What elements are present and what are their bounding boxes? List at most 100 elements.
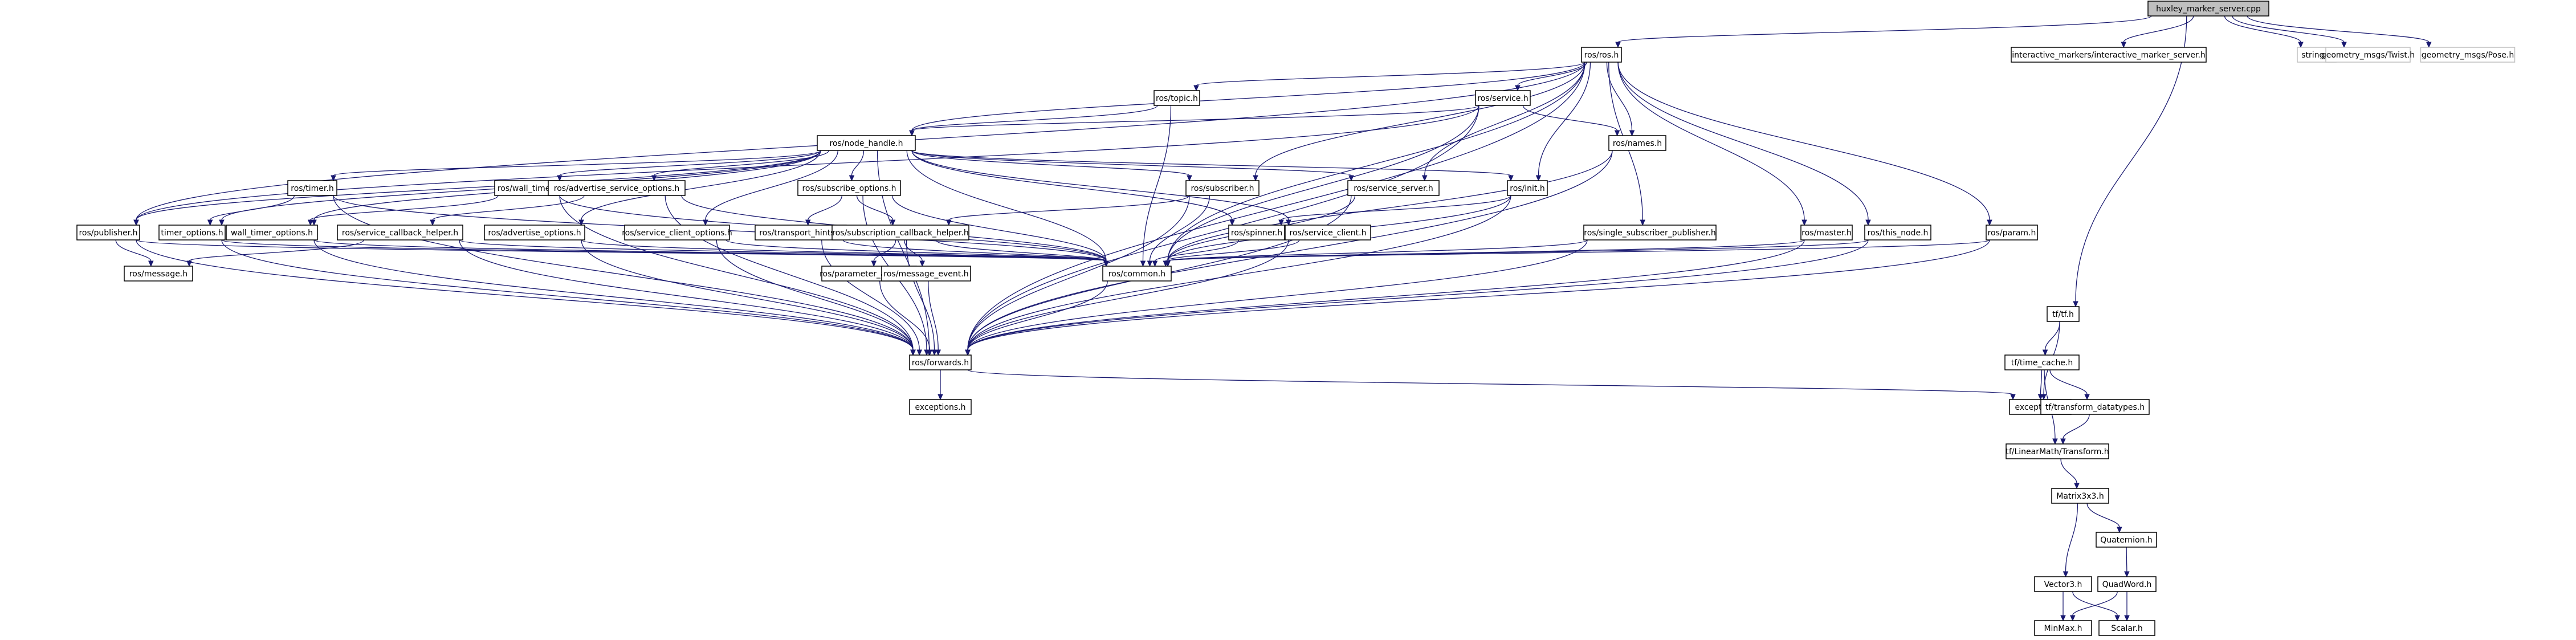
graph-node-box [2096, 532, 2157, 548]
graph-node-label: ros/timer.h [291, 184, 333, 193]
graph-node-time-cache[interactable]: tf/time_cache.h [2004, 354, 2080, 370]
graph-node-label: ros/ros.h [1584, 51, 1619, 60]
graph-edge-line [1167, 239, 1990, 262]
graph-node-box [1986, 225, 2038, 240]
graph-edge-line [967, 239, 1588, 350]
graph-edge-svc-client-opts-to-forwards [716, 239, 916, 356]
graph-edge-line [716, 239, 914, 350]
graph-node-label: ros/subscribe_options.h [802, 184, 896, 193]
graph-node-adv-opts[interactable]: ros/advertise_options.h [484, 225, 585, 240]
graph-node-message[interactable]: ros/message.h [124, 266, 193, 282]
graph-node-message-event[interactable]: ros/message_event.h [881, 266, 971, 282]
graph-node-service[interactable]: ros/service.h [1475, 90, 1531, 106]
graph-node-minmax[interactable]: MinMax.h [2034, 620, 2092, 636]
graph-node-label: tf/LinearMath/Transform.h [2006, 447, 2109, 456]
graph-edge-publisher-to-common [136, 239, 1109, 267]
graph-edge-arrowhead [186, 260, 192, 267]
graph-node-quaternion[interactable]: Quaternion.h [2096, 532, 2157, 548]
graph-edge-line [904, 239, 923, 262]
graph-edge-arrowhead [1801, 219, 1807, 226]
graph-node-spinner[interactable]: ros/spinner.h [1228, 225, 1285, 240]
graph-node-single-sub-pub[interactable]: ros/single_subscriber_publisher.h [1583, 225, 1717, 240]
graph-node-box [832, 225, 969, 240]
graph-edge-ros-h-to-service-server [1421, 62, 1585, 182]
graph-edge-ros-h-to-param [1617, 62, 1992, 226]
graph-edge-param-adapter-to-forwards [879, 280, 933, 356]
graph-edge-arrowhead [931, 349, 938, 356]
graph-node-subscribe-opts[interactable]: ros/subscribe_options.h [797, 180, 901, 196]
graph-node-vector3[interactable]: Vector3.h [2034, 576, 2092, 592]
graph-edge-arrowhead [890, 219, 896, 226]
graph-node-timer[interactable]: ros/timer.h [287, 180, 337, 196]
graph-node-label: Scalar.h [2111, 624, 2142, 633]
graph-edge-param-to-common [1165, 239, 1990, 267]
graph-node-tf-h[interactable]: tf/tf.h [2047, 306, 2080, 322]
graph-node-exceptions-ros[interactable]: exceptions.h [909, 399, 972, 415]
edges-layer [115, 15, 2432, 622]
graph-node-adv-service-opts[interactable]: ros/advertise_service_options.h [548, 180, 686, 196]
graph-node-service-client[interactable]: ros/service_client.h [1285, 225, 1371, 240]
graph-node-sub-cb-helper[interactable]: ros/subscription_callback_helper.h [832, 225, 969, 240]
graph-edge-line [136, 105, 1479, 221]
graph-node-label: string.h [2301, 51, 2332, 60]
graph-edge-time-cache-to-exceptions-tf [2037, 369, 2044, 401]
graph-edge-line [911, 150, 1233, 221]
graph-node-matrix3x3[interactable]: Matrix3x3.h [2051, 488, 2109, 504]
graph-edge-line [911, 150, 1352, 176]
graph-node-master[interactable]: ros/master.h [1800, 225, 1853, 240]
graph-node-box [226, 225, 318, 240]
graph-edge-arrowhead [871, 260, 877, 267]
graph-node-quadword[interactable]: QuadWord.h [2097, 576, 2157, 592]
graph-edge-tf-h-to-time-cache [2042, 321, 2061, 356]
graph-node-svc-client-opts[interactable]: ros/service_client_options.h [622, 225, 732, 240]
graph-edge-arrowhead [311, 219, 317, 226]
graph-edge-line [892, 195, 1107, 262]
graph-node-names[interactable]: ros/names.h [1608, 135, 1666, 151]
graph-node-publisher[interactable]: ros/publisher.h [76, 225, 140, 240]
graph-edge-transform-datatypes-to-linearmath-transform [2060, 414, 2090, 445]
graph-node-box [817, 135, 916, 151]
graph-edge-arrowhead [2073, 301, 2078, 308]
graph-edge-line [2049, 369, 2088, 395]
graph-node-twist[interactable]: geometry_msgs/Twist.h [2321, 47, 2415, 63]
graph-edge-line [2040, 369, 2043, 395]
graph-node-transform-datatypes[interactable]: tf/transform_datatypes.h [2040, 399, 2150, 415]
graph-node-label: ros/topic.h [1156, 94, 1198, 103]
graph-node-init[interactable]: ros/init.h [1507, 180, 1548, 196]
graph-edge-line [136, 150, 821, 221]
graph-node-topic[interactable]: ros/topic.h [1154, 90, 1200, 106]
graph-node-im-server[interactable]: interactive_markers/interactive_marker_s… [2011, 47, 2207, 63]
graph-node-box [158, 225, 226, 240]
graph-edge-line [2065, 503, 2078, 572]
graph-node-svc-cb-helper[interactable]: ros/service_callback_helper.h [337, 225, 463, 240]
graph-node-subscriber[interactable]: ros/subscriber.h [1185, 180, 1260, 196]
graph-node-wall-timer-opts[interactable]: wall_timer_options.h [226, 225, 318, 240]
graph-edge-sub-cb-helper-to-forwards [906, 239, 938, 356]
graph-node-scalar[interactable]: Scalar.h [2098, 620, 2155, 636]
graph-edge-node-handle-to-spinner [911, 150, 1235, 226]
graph-edge-root-to-twist [2232, 15, 2347, 48]
graph-node-label: ros/master.h [1801, 229, 1851, 238]
graph-edge-arrowhead [1421, 175, 1428, 182]
graph-edge-line [654, 150, 829, 176]
graph-node-service-server[interactable]: ros/service_server.h [1347, 180, 1440, 196]
graph-node-ros-h[interactable]: ros/ros.h [1581, 47, 1622, 63]
graph-node-box [124, 266, 193, 282]
graph-edge-matrix3x3-to-quaternion [2086, 503, 2122, 533]
graph-node-root[interactable]: huxley_marker_server.cpp [2147, 1, 2269, 17]
graph-node-forwards[interactable]: ros/forwards.h [909, 354, 972, 370]
graph-node-timer-opts[interactable]: timer_options.h [158, 225, 226, 240]
graph-edge-arrowhead [331, 175, 336, 182]
graph-node-pose[interactable]: geometry_msgs/Pose.h [2420, 47, 2516, 63]
graph-edge-line [1165, 239, 1300, 262]
graph-node-param[interactable]: ros/param.h [1986, 225, 2038, 240]
graph-edge-arrowhead [557, 175, 563, 182]
graph-node-linearmath-transform[interactable]: tf/LinearMath/Transform.h [2006, 443, 2109, 459]
graph-node-label: timer_options.h [161, 229, 223, 238]
graph-node-transport-hints[interactable]: ros/transport_hints.h [755, 225, 847, 240]
graph-node-this-node[interactable]: ros/this_node.h [1864, 225, 1931, 240]
graph-edge-line [967, 239, 1289, 350]
graph-node-common[interactable]: ros/common.h [1102, 266, 1172, 282]
graph-node-node-handle[interactable]: ros/node_handle.h [817, 135, 916, 151]
graph-node-box [337, 225, 463, 240]
